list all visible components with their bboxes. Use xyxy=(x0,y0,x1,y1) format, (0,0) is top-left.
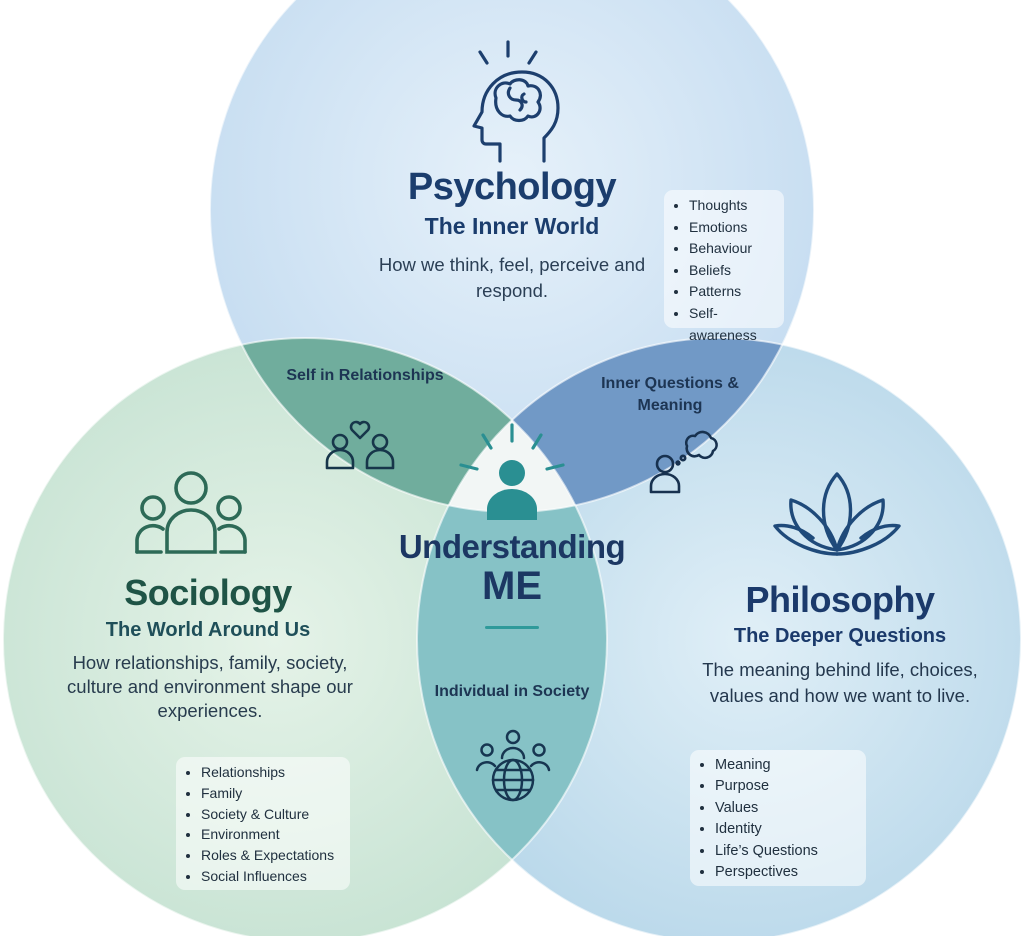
center-divider xyxy=(485,626,539,629)
globe-people-icon xyxy=(475,729,551,802)
person-radiant-icon xyxy=(459,423,565,520)
list-item: Behaviour xyxy=(689,238,778,260)
sociology-description: How relationships, family, society, cult… xyxy=(67,652,353,721)
center-subtitle: ME xyxy=(482,564,542,608)
list-item: Roles & Expectations xyxy=(201,845,344,866)
overlap-label-individual-in-society: Individual in Society xyxy=(434,683,590,700)
head-brain-icon xyxy=(472,40,560,163)
list-item: Meaning xyxy=(715,755,860,776)
list-item: Emotions xyxy=(689,217,778,239)
list-item: Perspectives xyxy=(715,862,860,883)
overlap-psychology-sociology xyxy=(210,338,607,512)
center-title: Understanding xyxy=(398,528,626,565)
psychology-list: Thoughts Emotions Behaviour Beliefs Patt… xyxy=(664,190,784,343)
psychology-subtitle: The Inner World xyxy=(424,213,600,239)
overlap-psychology-philosophy xyxy=(417,338,814,512)
philosophy-list: Meaning Purpose Values Identity Life’s Q… xyxy=(690,750,866,886)
overlap-label-inner-questions: Inner Questions & Meaning xyxy=(601,375,739,414)
list-item: Beliefs xyxy=(689,260,778,282)
list-item: Patterns xyxy=(689,281,778,303)
psychology-title: Psychology xyxy=(407,166,617,208)
list-item: Self-awareness xyxy=(689,303,778,346)
people-group-icon xyxy=(135,471,247,554)
people-heart-icon xyxy=(325,420,395,470)
lotus-icon xyxy=(773,472,901,556)
list-item: Relationships xyxy=(201,762,344,783)
list-item: Thoughts xyxy=(689,195,778,217)
list-item: Identity xyxy=(715,819,860,840)
philosophy-description: The meaning behind life, choices, values… xyxy=(702,659,978,706)
list-item: Social Influences xyxy=(201,866,344,887)
overlap-label-self-in-relationships: Self in Relationships xyxy=(286,367,444,384)
philosophy-subtitle: The Deeper Questions xyxy=(733,625,947,647)
sociology-list: Relationships Family Society & Culture E… xyxy=(176,757,350,890)
list-item: Life’s Questions xyxy=(715,841,860,862)
list-item: Family xyxy=(201,783,344,804)
philosophy-title: Philosophy xyxy=(745,579,935,620)
list-item: Values xyxy=(715,798,860,819)
psychology-description: How we think, feel, perceive and respond… xyxy=(378,254,646,301)
list-item: Purpose xyxy=(715,776,860,797)
list-item: Environment xyxy=(201,824,344,845)
list-item: Society & Culture xyxy=(201,804,344,825)
person-thought-icon xyxy=(649,430,718,494)
sociology-title: Sociology xyxy=(124,572,292,613)
sociology-subtitle: The World Around Us xyxy=(105,619,311,641)
